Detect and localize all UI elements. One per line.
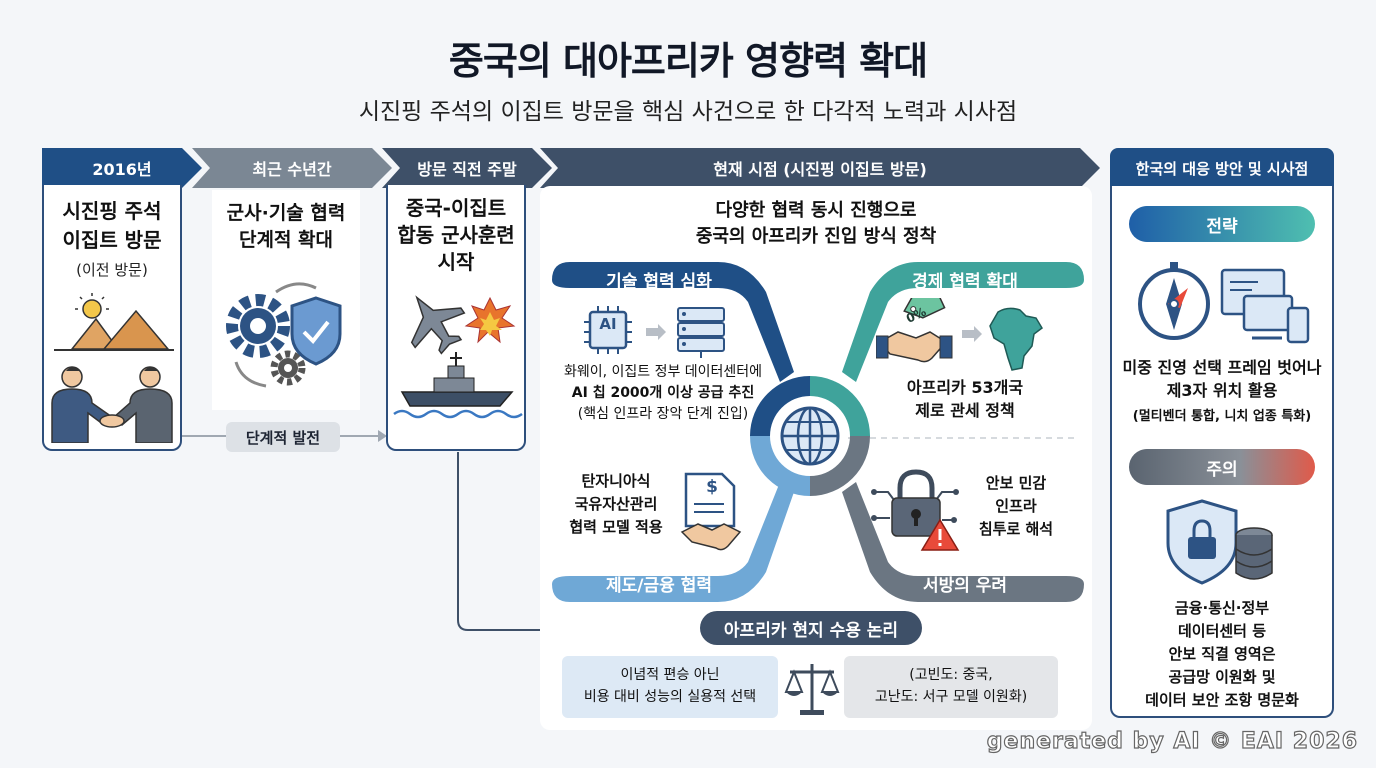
progress-label: 단계적 발전 [226,422,340,452]
logic-right: (고빈도: 중국, 고난도: 서구 모델 이원화) [844,656,1058,718]
handshake-leaders-icon [51,366,173,443]
jet-warship-icon [393,295,523,419]
header-2016-label: 2016년 [92,160,152,179]
warning-icon [920,518,960,551]
gear-shield-icon [226,282,342,388]
pyramids-icon [54,293,174,351]
page-subtitle: 시진핑 주석의 이집트 방문을 핵심 사건으로 한 다각적 노력과 시사점 [358,99,1018,125]
watermark: generated by AI © EAI 2026 [986,728,1358,754]
header-2016: 2016년 [42,148,202,188]
caution-main: 금융·통신·정부 데이터센터 등 안보 직결 영역은 공급망 이원화 및 데이터… [1145,599,1299,709]
card-2016-note: (이전 방문) [76,261,148,279]
security-lock-icon [871,469,960,551]
header-weekend-label: 방문 직전 주말 [417,160,517,179]
ai-chip-server-icon [584,306,725,358]
caution-pill: 주의 [1129,449,1315,485]
header-weekend: 방문 직전 주말 [382,148,552,188]
trade-africa-icon [876,298,1043,371]
globe-ring [750,376,870,496]
header-korea: 한국의 대응 방안 및 시사점 [1110,148,1334,188]
contract-handshake-icon [680,472,742,551]
strategy-main: 미중 진영 선택 프레임 벗어나 제3자 위치 활용 [1122,358,1322,400]
compass-icon [1138,262,1210,340]
logic-pill: 아프리카 현지 수용 논리 [700,611,922,645]
quadrant-ribbons [552,262,1084,602]
card-weekend: 중국-이집트 합동 군사훈련 시작 [386,185,526,451]
header-present-label: 현재 시점 (시진핑 이집트 방문) [713,160,927,179]
handshake-icon [876,331,953,363]
card-2016-main: 시진핑 주석 이집트 방문 [62,199,162,252]
ribbon-tech: 기술 협력 심화 [552,262,766,296]
ribbon-finance-label: 제도/금융 협력 [606,575,712,596]
ribbon-west: 서방의 우려 [858,566,1072,600]
header-korea-label: 한국의 대응 방안 및 시사점 [1135,159,1309,178]
econ-text: 아프리카 53개국 제로 관세 정책 [906,378,1024,420]
strategy-note: (멀티벤더 통합, 니치 업종 특화) [1132,409,1312,424]
caution-pill-label: 주의 [1206,459,1238,480]
strategy-pill: 전략 [1129,206,1315,242]
card-recent-years: 군사·기술 협력 단계적 확대 [212,190,360,410]
shield-database-icon [1166,499,1273,585]
present-headline: 다양한 협력 동시 진행으로 중국의 아프리카 진입 방식 정착 [695,200,937,247]
contract-symbol: $ [706,477,718,497]
card-korea: 전략 미중 진영 선택 프레임 벗어나 제3자 위치 활용 (멀티벤더 통합, … [1110,186,1334,718]
globe-icon [780,406,840,466]
tech-line-2: AI 칩 2000개 이상 공급 추진 [571,385,755,401]
page-title: 중국의 대아프리카 영향력 확대 [448,39,928,83]
database-icon [1235,527,1273,580]
logic-pill-label: 아프리카 현지 수용 논리 [723,620,899,641]
west-text: 안보 민감 인프라 침투로 해석 [978,474,1054,538]
header-recent-years: 최근 수년간 [192,148,392,188]
tech-line-3: (핵심 인프라 장악 단계 진입) [577,406,749,422]
ai-chip-label: AI [599,315,617,333]
scales-icon [784,664,840,715]
devices-icon [1220,268,1310,344]
card-weekend-main: 중국-이집트 합동 군사훈련 시작 [397,196,515,274]
finance-text: 탄자니아식 국유자산관리 협력 모델 적용 [569,472,663,536]
ribbon-econ-label: 경제 협력 확대 [912,271,1018,292]
africa-icon [989,307,1043,371]
ribbon-finance: 제도/금융 협력 [552,566,766,600]
ribbon-econ: 경제 협력 확대 [858,262,1072,296]
card-recent-years-main: 군사·기술 협력 단계적 확대 [226,202,346,251]
tech-line-1: 화웨이, 이집트 정부 데이터센터에 [563,364,763,380]
compass-devices-icon [1138,262,1310,344]
price-tag-icon [903,298,946,319]
card-2016: 시진핑 주석 이집트 방문 (이전 방문) [42,185,182,451]
header-recent-years-label: 최근 수년간 [252,160,332,179]
ribbon-tech-label: 기술 협력 심화 [606,271,712,292]
logic-left: 이념적 편승 아닌 비용 대비 성능의 실용적 선택 [562,656,778,718]
strategy-pill-label: 전략 [1206,216,1238,237]
ribbon-west-label: 서방의 우려 [922,575,1008,596]
header-present: 현재 시점 (시진핑 이집트 방문) [540,148,1100,188]
